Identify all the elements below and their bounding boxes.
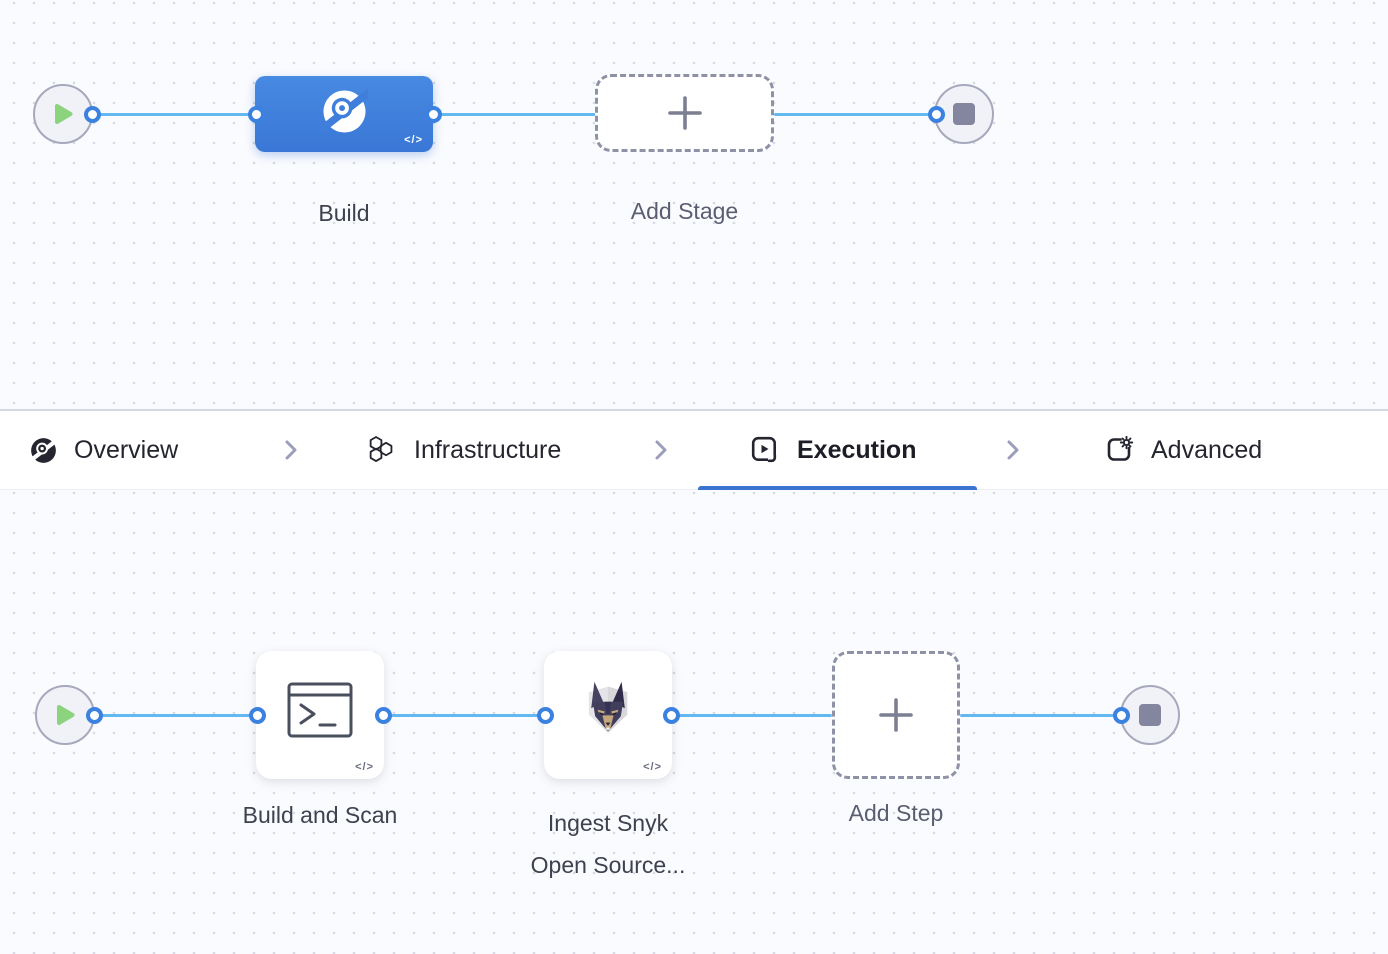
add-stage-label: Add Stage (630, 198, 739, 224)
code-glyph: </> (355, 761, 374, 773)
stop-icon (953, 103, 975, 125)
tab-label: Overview (74, 435, 179, 464)
execution-start-node (35, 685, 95, 745)
add-step-label: Add Step (848, 800, 944, 826)
tab-advanced[interactable]: Advanced (1104, 411, 1262, 489)
chevron-right-icon (650, 437, 672, 468)
execution-graph-canvas: </> </> Build and Sc (0, 490, 1388, 954)
stage-graph-canvas: </> Build Add Stage (0, 0, 1388, 409)
connector-port[interactable] (424, 105, 442, 123)
ci-module-icon (320, 87, 368, 135)
connector-port[interactable] (662, 706, 680, 724)
run-terminal-icon (287, 682, 353, 738)
stage-config-tab-bar: Overview Infrastructure Execution (0, 409, 1388, 490)
ci-module-icon (30, 436, 57, 464)
code-glyph: </> (404, 134, 423, 146)
box-gear-icon (1107, 435, 1134, 461)
play-icon (55, 104, 73, 124)
tab-infrastructure[interactable]: Infrastructure (366, 411, 561, 489)
plus-icon (667, 96, 702, 130)
step-label: Ingest Snyk Open Source... (484, 802, 732, 886)
step-label: Build and Scan (242, 802, 398, 828)
code-glyph: </> (643, 761, 662, 773)
connector-port[interactable] (85, 706, 103, 724)
connector-line (94, 713, 257, 717)
step-label-line2: Open Source... (530, 852, 686, 878)
step-node-ingest-snyk[interactable]: </> (544, 651, 672, 779)
connector-port[interactable] (83, 105, 101, 123)
stage-label: Build (318, 200, 370, 226)
connector-line (774, 112, 936, 116)
step-label-line1: Ingest Snyk (547, 810, 669, 836)
tab-label: Execution (797, 435, 917, 464)
chevron-right-icon (1002, 437, 1024, 468)
connector-port[interactable] (247, 105, 265, 123)
plus-icon (879, 698, 913, 732)
chevron-right-icon (280, 437, 302, 468)
connector-line (383, 713, 544, 717)
tab-overview[interactable]: Overview (30, 411, 178, 489)
step-node-build-and-scan[interactable]: </> (256, 651, 384, 779)
connector-port[interactable] (374, 706, 392, 724)
stop-icon (1139, 704, 1161, 726)
play-square-icon (751, 436, 780, 465)
play-icon (57, 705, 75, 725)
connector-line (671, 713, 832, 717)
connector-line (433, 112, 597, 116)
connector-port[interactable] (248, 706, 266, 724)
active-tab-indicator (698, 486, 977, 490)
tab-label: Advanced (1151, 435, 1263, 464)
execution-end-node (1120, 685, 1180, 745)
stage-node-build[interactable]: </> (255, 76, 433, 152)
connector-port[interactable] (536, 706, 554, 724)
add-step-button[interactable] (832, 651, 960, 779)
connector-port[interactable] (1112, 706, 1130, 724)
snyk-doberman-icon (588, 681, 628, 733)
tab-label: Infrastructure (414, 435, 562, 464)
connector-port[interactable] (927, 105, 945, 123)
connector-line (960, 713, 1121, 717)
connector-line (92, 112, 258, 116)
tab-execution[interactable]: Execution (750, 411, 916, 489)
pipeline-start-node (33, 84, 93, 144)
hexagons-icon (369, 435, 393, 462)
add-stage-button[interactable] (595, 74, 774, 152)
